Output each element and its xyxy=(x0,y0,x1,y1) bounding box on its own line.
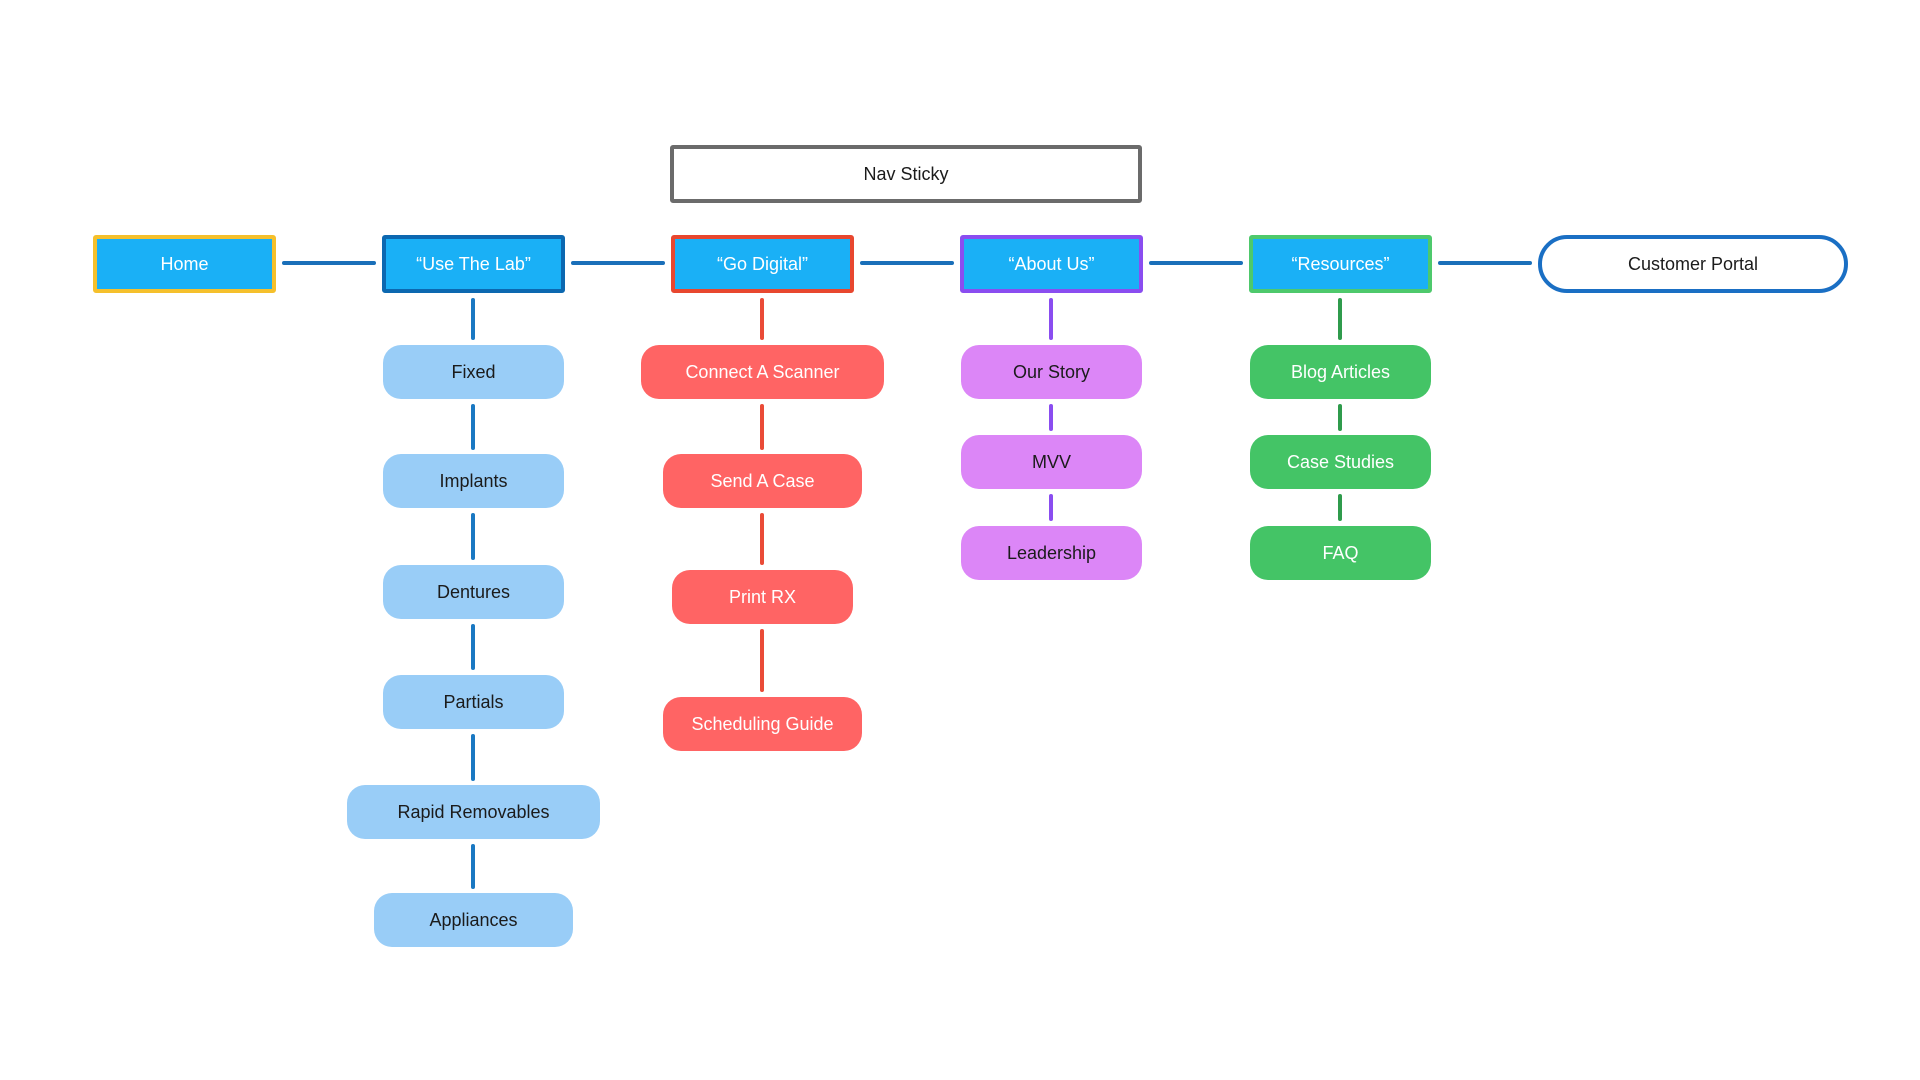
nav-node-use-the-lab-label: “Use The Lab” xyxy=(416,253,531,274)
resources-item-case-studies-label: Case Studies xyxy=(1286,451,1395,472)
connector-implants-dentures xyxy=(471,513,475,560)
go-digital-item-send-a-case-label: Send A Case xyxy=(710,470,815,491)
connector-go-digital-connect-a-scanner xyxy=(760,298,764,340)
connector-about-us-our-story xyxy=(1049,298,1053,340)
use-the-lab-item-dentures[interactable]: Dentures xyxy=(383,565,564,619)
go-digital-item-scheduling-guide[interactable]: Scheduling Guide xyxy=(663,697,862,751)
connector-go-digital-about-us xyxy=(860,261,954,265)
use-the-lab-item-appliances[interactable]: Appliances xyxy=(374,893,573,947)
connector-use-the-lab-fixed xyxy=(471,298,475,340)
use-the-lab-item-partials[interactable]: Partials xyxy=(383,675,564,729)
about-us-item-leadership-label: Leadership xyxy=(1006,542,1097,563)
nav-node-customer-portal-label: Customer Portal xyxy=(1627,253,1759,274)
resources-item-faq-label: FAQ xyxy=(1322,542,1359,563)
use-the-lab-item-implants[interactable]: Implants xyxy=(383,454,564,508)
use-the-lab-item-fixed-label: Fixed xyxy=(451,361,496,382)
resources-item-faq[interactable]: FAQ xyxy=(1250,526,1431,580)
connector-resources-customer-portal xyxy=(1438,261,1532,265)
use-the-lab-item-dentures-label: Dentures xyxy=(436,581,511,602)
nav-node-resources-label: “Resources” xyxy=(1291,253,1390,274)
about-us-item-our-story[interactable]: Our Story xyxy=(961,345,1142,399)
resources-item-case-studies[interactable]: Case Studies xyxy=(1250,435,1431,489)
about-us-item-mvv[interactable]: MVV xyxy=(961,435,1142,489)
use-the-lab-item-implants-label: Implants xyxy=(439,470,508,491)
use-the-lab-item-fixed[interactable]: Fixed xyxy=(383,345,564,399)
nav-node-go-digital[interactable]: “Go Digital” xyxy=(671,235,854,293)
connector-dentures-partials xyxy=(471,624,475,670)
go-digital-item-print-rx-label: Print RX xyxy=(728,586,797,607)
nav-node-about-us-label: “About Us” xyxy=(1008,253,1095,274)
resources-item-blog-articles-label: Blog Articles xyxy=(1290,361,1391,382)
connector-our-story-mvv xyxy=(1049,404,1053,431)
connector-blog-articles-case-studies xyxy=(1338,404,1342,431)
resources-item-blog-articles[interactable]: Blog Articles xyxy=(1250,345,1431,399)
connector-home-use-the-lab xyxy=(282,261,376,265)
connector-mvv-leadership xyxy=(1049,494,1053,521)
use-the-lab-item-rapid-removables-label: Rapid Removables xyxy=(397,801,550,822)
go-digital-item-connect-a-scanner[interactable]: Connect A Scanner xyxy=(641,345,884,399)
connector-partials-rapid-removables xyxy=(471,734,475,781)
go-digital-item-scheduling-guide-label: Scheduling Guide xyxy=(691,713,834,734)
about-us-item-mvv-label: MVV xyxy=(1031,451,1071,472)
go-digital-item-connect-a-scanner-label: Connect A Scanner xyxy=(685,361,840,382)
connector-case-studies-faq xyxy=(1338,494,1342,521)
nav-node-home[interactable]: Home xyxy=(93,235,276,293)
connector-print-rx-scheduling-guide xyxy=(760,629,764,692)
about-us-item-leadership[interactable]: Leadership xyxy=(961,526,1142,580)
nav-node-home-label: Home xyxy=(160,253,209,274)
connector-resources-blog-articles xyxy=(1338,298,1342,340)
go-digital-item-send-a-case[interactable]: Send A Case xyxy=(663,454,862,508)
nav-node-resources[interactable]: “Resources” xyxy=(1249,235,1432,293)
nav-node-about-us[interactable]: “About Us” xyxy=(960,235,1143,293)
nav-node-go-digital-label: “Go Digital” xyxy=(716,253,809,274)
use-the-lab-item-appliances-label: Appliances xyxy=(429,909,518,930)
connector-rapid-removables-appliances xyxy=(471,844,475,889)
about-us-item-our-story-label: Our Story xyxy=(1012,361,1091,382)
connector-use-the-lab-go-digital xyxy=(571,261,665,265)
go-digital-item-print-rx[interactable]: Print RX xyxy=(672,570,853,624)
connector-fixed-implants xyxy=(471,404,475,450)
use-the-lab-item-partials-label: Partials xyxy=(443,691,504,712)
connector-connect-a-scanner-send-a-case xyxy=(760,404,764,450)
connector-send-a-case-print-rx xyxy=(760,513,764,565)
nav-node-use-the-lab[interactable]: “Use The Lab” xyxy=(382,235,565,293)
nav-sticky-label: Nav Sticky xyxy=(863,163,949,184)
connector-about-us-resources xyxy=(1149,261,1243,265)
nav-sticky-box: Nav Sticky xyxy=(670,145,1142,203)
use-the-lab-item-rapid-removables[interactable]: Rapid Removables xyxy=(347,785,600,839)
nav-node-customer-portal[interactable]: Customer Portal xyxy=(1538,235,1848,293)
